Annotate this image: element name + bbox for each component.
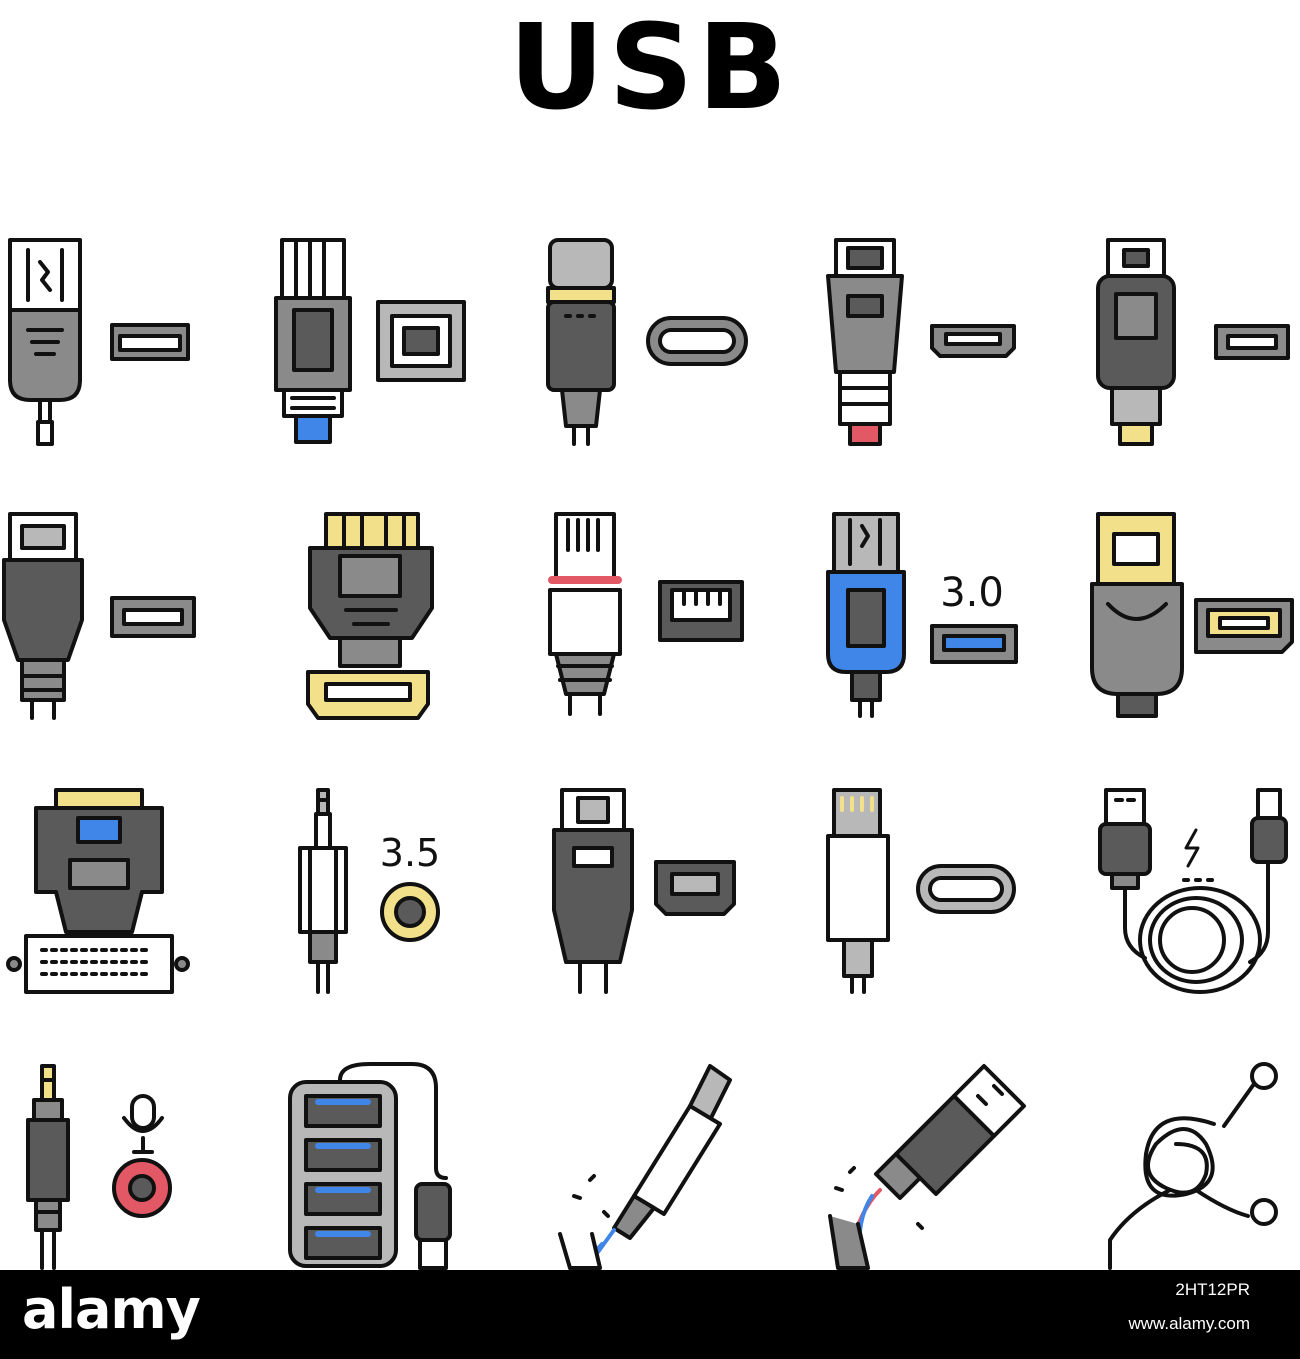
usb-hub-icon (288, 1062, 452, 1270)
rj45-ethernet-connector-icon (548, 512, 744, 716)
usb-b-connector-icon (274, 238, 466, 444)
broken-usb-cable-icon (828, 1064, 1026, 1270)
usb-c-connector-icon (546, 238, 748, 446)
mini-usb-connector-icon (1096, 238, 1290, 446)
alamy-logo: alamy (22, 1278, 201, 1341)
usb-a-connector-icon (8, 238, 190, 446)
mini-hdmi-connector-icon (826, 238, 1016, 446)
microphone-jack-icon (26, 1064, 172, 1270)
usb-micro-b-3-0-connector-icon (306, 512, 434, 720)
page-title: USB (508, 0, 792, 136)
vga-dvi-adapter-icon (6, 788, 190, 994)
audio-jack-3-5-icon: 3.5 (298, 788, 440, 994)
usb30-label: 3.0 (940, 570, 1004, 616)
displayport-connector-icon (1090, 512, 1294, 718)
usb-3-0-connector-icon: 3.0 (826, 512, 1018, 718)
charging-cable-icon (1098, 788, 1288, 994)
image-code: 2HT12PR (1175, 1280, 1250, 1299)
hdmi-connector-icon (2, 512, 196, 720)
jack35-label: 3.5 (380, 831, 440, 875)
broken-lightning-cable-icon (558, 1064, 732, 1270)
site-url: www.alamy.com (1128, 1314, 1250, 1333)
lightning-connector-icon (826, 788, 1016, 994)
footer-banner: alamy 2HT12PR www.alamy.com (0, 1270, 1300, 1359)
tangled-earphones-icon (1108, 1062, 1278, 1270)
mini-displayport-connector-icon (552, 788, 736, 994)
